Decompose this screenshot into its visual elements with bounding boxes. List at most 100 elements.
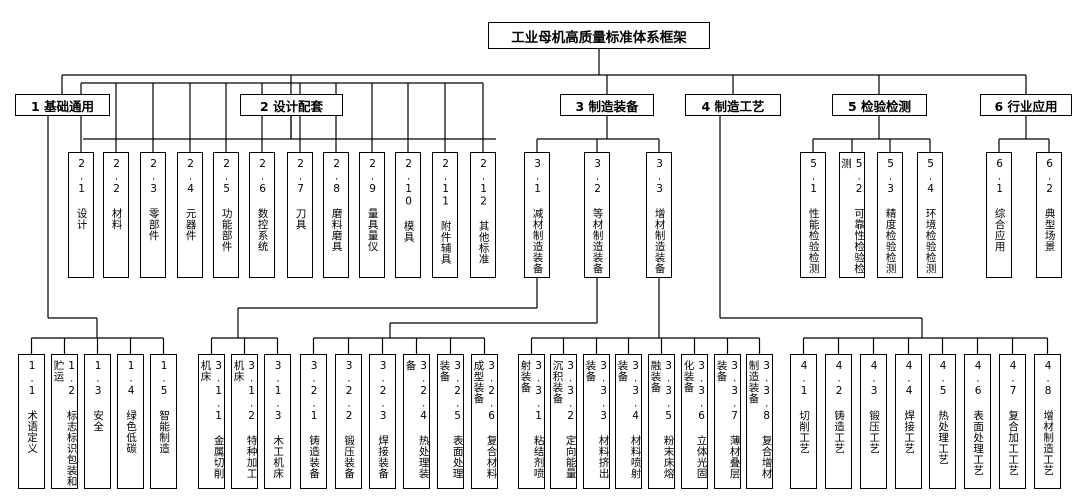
equal-item-box: 3.2.2 锻压装备: [335, 354, 362, 489]
process-item-box: 4.1 切削工艺: [790, 354, 817, 489]
additive-item-box: 3.3.4 材料喷射装备: [615, 354, 642, 489]
category-label: 3 制造装备: [575, 98, 639, 114]
item-label: 3.3.2 定向能量沉积装备: [551, 360, 577, 479]
basic-item-box: 1.1 术语定义: [18, 354, 45, 489]
design-item-box: 2.10 模具: [395, 152, 421, 278]
item-label: 2.4 元器件: [184, 158, 197, 241]
item-label: 3.2.5 表面处理装备: [438, 360, 464, 479]
item-label: 1.1 术语定义: [26, 360, 39, 454]
item-label: 2.1 设计: [75, 158, 88, 230]
item-label: 5.1 性能检验检测: [807, 158, 820, 274]
category-box-process: 4 制造工艺: [685, 94, 781, 116]
item-label: 3.3.1 粘结剂喷射装备: [519, 360, 545, 479]
item-label: 4.6 表面处理工艺: [972, 360, 985, 476]
item-label: 1.5 智能制造: [158, 360, 171, 454]
additive-item-box: 3.3.7 薄材叠层装备: [714, 354, 741, 489]
equal-item-box: 3.2.4 热处理装备: [403, 354, 430, 489]
process-item-box: 4.4 焊接工艺: [895, 354, 922, 489]
item-label: 3.2.6 复合材料成型装备: [472, 360, 498, 479]
subtractive-item-box: 3.1.1 金属切削机床: [198, 354, 225, 489]
design-item-box: 2.5 功能部件: [213, 152, 239, 278]
item-label: 3.1.2 特种加工机床: [232, 360, 258, 479]
process-item-box: 4.6 表面处理工艺: [964, 354, 991, 489]
equal-item-box: 3.2.3 焊接装备: [369, 354, 396, 489]
item-label: 2.7 刀具: [294, 158, 307, 230]
basic-item-box: 1.4 绿色低碳: [117, 354, 144, 489]
item-label: 3.3.7 薄材叠层装备: [715, 360, 741, 479]
inspection-item-box: 5.1 性能检验检测: [800, 152, 826, 278]
item-label: 4.1 切削工艺: [798, 360, 811, 454]
item-label: 2.11 附件辅具: [439, 158, 452, 265]
design-item-box: 2.1 设计: [68, 152, 94, 278]
equal-item-box: 3.2.6 复合材料成型装备: [471, 354, 498, 489]
additive-item-box: 3.3.3 材料挤出装备: [583, 354, 610, 489]
category-label: 4 制造工艺: [701, 98, 765, 114]
equipment-item-box: 3.2 等材制造装备: [584, 152, 610, 278]
design-item-box: 2.2 材料: [103, 152, 129, 278]
equipment-item-box: 3.3 增材制造装备: [646, 152, 672, 278]
item-label: 5.3 精度检验检测: [884, 158, 897, 274]
process-item-box: 4.5 热处理工艺: [929, 354, 956, 489]
item-label: 3.1.1 金属切削机床: [199, 360, 225, 479]
design-item-box: 2.11 附件辅具: [432, 152, 458, 278]
item-label: 3.2 等材制造装备: [591, 158, 604, 274]
equal-item-box: 3.2.5 表面处理装备: [437, 354, 464, 489]
design-item-box: 2.6 数控系统: [249, 152, 275, 278]
category-label: 5 检验检测: [847, 98, 912, 114]
item-label: 3.3.3 材料挤出装备: [584, 360, 610, 479]
item-label: 3.3.4 材料喷射装备: [616, 360, 642, 479]
item-label: 2.2 材料: [110, 158, 123, 230]
category-box-equipment: 3 制造装备: [560, 94, 654, 116]
item-label: 6.2 典型场景: [1043, 158, 1056, 252]
inspection-item-box: 5.2 可靠性检验检测: [839, 152, 865, 278]
subtractive-item-box: 3.1.3 木工机床: [264, 354, 291, 489]
application-item-box: 6.2 典型场景: [1036, 152, 1062, 278]
design-item-box: 2.3 零部件: [140, 152, 166, 278]
item-label: 4.7 复合加工工艺: [1007, 360, 1020, 476]
subtractive-item-box: 3.1.2 特种加工机床: [231, 354, 258, 489]
basic-item-box: 1.2 标志标识包装和贮运: [51, 354, 78, 489]
category-label: 2 设计配套: [259, 98, 324, 114]
category-box-design: 2 设计配套: [240, 94, 343, 116]
design-item-box: 2.4 元器件: [177, 152, 203, 278]
additive-item-box: 3.3.2 定向能量沉积装备: [550, 354, 577, 489]
item-label: 1.4 绿色低碳: [125, 360, 138, 454]
item-label: 4.2 铸造工艺: [833, 360, 846, 454]
basic-item-box: 1.3 安全: [84, 354, 111, 489]
additive-item-box: 3.3.1 粘结剂喷射装备: [518, 354, 545, 489]
item-label: 3.3 增材制造装备: [653, 158, 666, 274]
item-label: 3.3.6 立体光固化装备: [682, 360, 708, 479]
item-label: 2.12 其他标准: [477, 158, 490, 265]
root-title: 工业母机高质量标准体系框架: [511, 29, 687, 46]
item-label: 3.2.1 铸造装备: [308, 360, 321, 479]
category-label: 1 基础通用: [30, 98, 95, 114]
process-item-box: 4.7 复合加工工艺: [999, 354, 1026, 489]
item-label: 2.8 磨料磨具: [330, 158, 343, 252]
category-box-basic: 1 基础通用: [15, 94, 110, 116]
category-box-application: 6 行业应用: [980, 94, 1072, 116]
equal-item-box: 3.2.1 铸造装备: [300, 354, 327, 489]
design-item-box: 2.7 刀具: [287, 152, 313, 278]
design-item-box: 2.9 量具量仪: [359, 152, 385, 278]
additive-item-box: 3.3.5 粉末床熔融装备: [648, 354, 675, 489]
item-label: 4.5 热处理工艺: [937, 360, 950, 465]
design-item-box: 2.8 磨料磨具: [323, 152, 349, 278]
item-label: 3.2.3 焊接装备: [377, 360, 390, 479]
item-label: 2.3 零部件: [147, 158, 160, 241]
design-item-box: 2.12 其他标准: [470, 152, 496, 278]
item-label: 3.3.8 复合增材制造装备: [747, 360, 773, 479]
item-label: 4.4 焊接工艺: [903, 360, 916, 454]
item-label: 6.1 综合应用: [993, 158, 1006, 252]
item-label: 4.3 锻压工艺: [868, 360, 881, 454]
category-label: 6 行业应用: [994, 98, 1058, 114]
additive-item-box: 3.3.8 复合增材制造装备: [746, 354, 773, 489]
equipment-item-box: 3.1 减材制造装备: [524, 152, 550, 278]
inspection-item-box: 5.4 环境检验检测: [917, 152, 943, 278]
item-label: 3.1 减材制造装备: [531, 158, 544, 274]
item-label: 1.2 标志标识包装和贮运: [52, 360, 78, 487]
item-label: 3.2.2 锻压装备: [343, 360, 356, 479]
process-item-box: 4.3 锻压工艺: [860, 354, 887, 489]
item-label: 4.8 增材制造工艺: [1042, 360, 1055, 476]
category-box-inspection: 5 检验检测: [832, 94, 927, 116]
